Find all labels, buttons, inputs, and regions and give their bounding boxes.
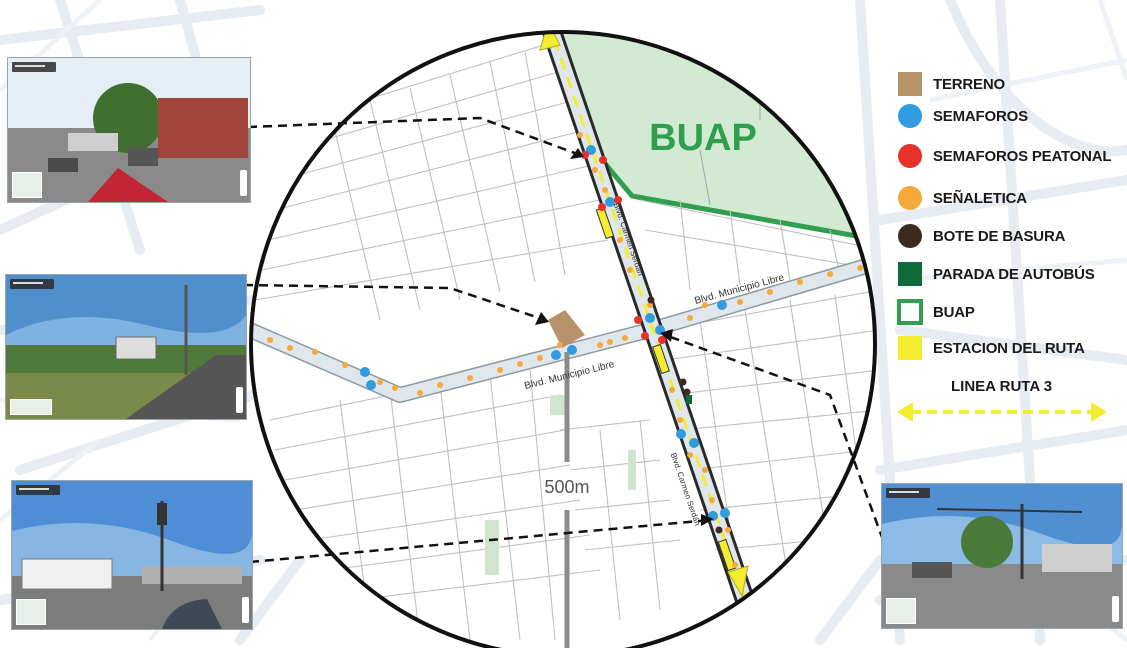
bus-stations — [595, 206, 737, 572]
terreno-site — [548, 310, 585, 348]
map-circle-border — [249, 30, 877, 648]
pedestrian-light-icon — [898, 144, 922, 168]
scale-label: 500m — [544, 477, 589, 497]
trash-bin-icon — [898, 224, 922, 248]
callout-lines — [243, 116, 885, 564]
photo-southwest-street[interactable] — [11, 480, 253, 630]
legend-item-senaletica: SEÑALETICA — [893, 184, 1027, 212]
buap-label: BUAP — [649, 117, 757, 159]
legend-item-linea-ruta: LINEA RUTA 3 — [893, 378, 1113, 438]
bus-stop-marker — [686, 395, 692, 404]
legend-item-bote-basura: BOTE DE BASURA — [893, 222, 1065, 250]
photo-north-intersection[interactable] — [7, 57, 251, 203]
street-grid — [254, 39, 875, 641]
legend-item-terreno: TERRENO — [893, 70, 1005, 98]
station-icon — [898, 336, 922, 360]
bus-stop-icon — [898, 262, 922, 286]
traffic-light-markers — [360, 145, 730, 521]
legend-item-estacion-ruta: ESTACION DEL RUTA — [893, 334, 1085, 362]
photo-southeast-intersection[interactable] — [881, 483, 1123, 629]
signage-markers — [267, 132, 863, 568]
legend-item-parada-autobus: PARADA DE AUTOBÚS — [893, 260, 1095, 288]
legend-label: LINEA RUTA 3 — [951, 378, 1053, 395]
signage-icon — [898, 186, 922, 210]
legend-label: SEÑALETICA — [933, 189, 1027, 207]
legend-label: SEMAFOROS PEATONAL — [933, 147, 1112, 165]
double-arrow-icon — [897, 402, 1107, 422]
legend-label: TERRENO — [933, 75, 1005, 93]
legend-label: ESTACION DEL RUTA — [933, 339, 1085, 357]
trash-bin-markers — [647, 296, 723, 534]
route-3-line — [546, 32, 747, 601]
legend-label: PARADA DE AUTOBÚS — [933, 265, 1095, 283]
legend-label: BOTE DE BASURA — [933, 227, 1066, 245]
photo-west-boulevard[interactable] — [5, 274, 247, 420]
legend-label: BUAP — [933, 303, 975, 321]
buap-boundary-icon — [897, 299, 923, 325]
traffic-light-icon — [898, 104, 922, 128]
legend-label: SEMAFOROS — [933, 107, 1028, 125]
terreno-swatch — [898, 72, 922, 96]
legend-item-semaforos-peatonal: SEMAFOROS PEATONAL — [893, 142, 1112, 170]
legend-item-buap: BUAP — [893, 298, 975, 326]
blvd-municipio-libre-west — [251, 323, 652, 402]
legend-item-semaforos: SEMAFOROS — [893, 102, 1028, 130]
